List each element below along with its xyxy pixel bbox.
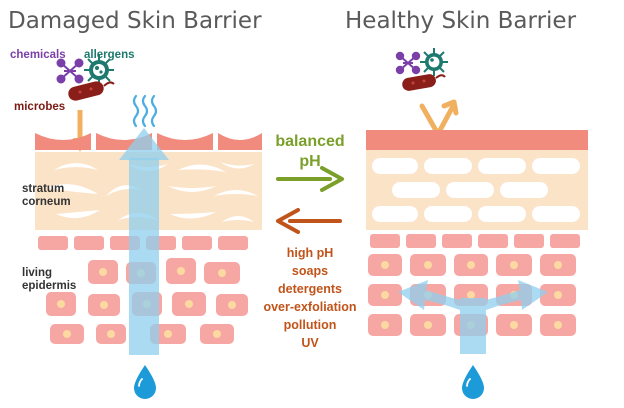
damaged-barrier-title: Damaged Skin Barrier bbox=[8, 8, 262, 34]
microbes-label: microbes bbox=[14, 101, 65, 113]
balanced-ph-arrow bbox=[276, 166, 344, 192]
molecule-icon bbox=[395, 51, 421, 75]
disruptor-list: high pH soaps detergents over-exfoliatio… bbox=[263, 246, 356, 350]
disruptor-arrow bbox=[276, 208, 342, 234]
stratum-corneum-label-line2: corneum bbox=[22, 196, 71, 208]
living-epidermis-label-line1: living bbox=[22, 267, 52, 279]
disruptor-item: pollution bbox=[284, 318, 337, 332]
balanced-ph-label-line2: pH bbox=[299, 153, 320, 170]
healthy-barrier-title: Healthy Skin Barrier bbox=[345, 8, 577, 34]
healthy-surface bbox=[366, 130, 588, 150]
allergens-label: allergens bbox=[84, 49, 135, 61]
disruptor-item: detergents bbox=[278, 282, 342, 296]
bacteria-icon bbox=[68, 81, 115, 101]
steam-icon bbox=[132, 94, 158, 128]
water-drop-icon bbox=[134, 365, 156, 399]
bacteria-icon bbox=[402, 74, 446, 91]
water-drop-icon bbox=[462, 365, 484, 399]
disruptor-item: soaps bbox=[292, 264, 328, 278]
healthy-stratum-corneum bbox=[366, 150, 588, 230]
deflect-arrow bbox=[419, 99, 459, 137]
living-epidermis-label-line2: epidermis bbox=[22, 280, 76, 292]
chemicals-label: chemicals bbox=[10, 49, 66, 61]
balanced-ph-label-line1: balanced bbox=[275, 133, 344, 150]
disruptor-item: over-exfoliation bbox=[263, 300, 356, 314]
damaged-surface bbox=[35, 133, 262, 150]
disruptor-item: high pH bbox=[287, 246, 334, 260]
disruptor-item: UV bbox=[301, 336, 319, 350]
stratum-corneum-label-line1: stratum bbox=[22, 183, 64, 195]
molecule-icon bbox=[56, 58, 84, 84]
water-loss-arrow bbox=[119, 128, 169, 355]
virus-icon bbox=[84, 55, 114, 85]
water-retention-arrow bbox=[398, 280, 548, 354]
virus-icon bbox=[420, 48, 448, 76]
